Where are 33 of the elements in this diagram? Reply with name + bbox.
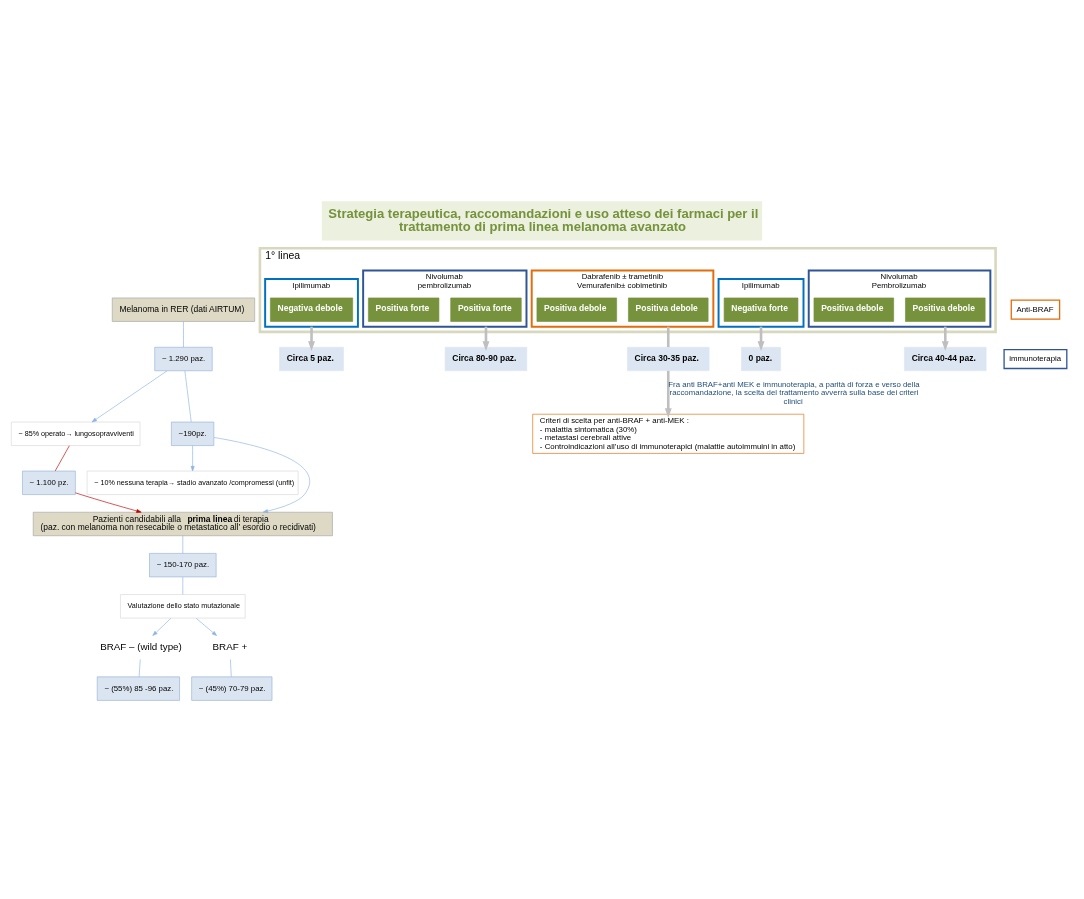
node-box: Positiva forte: [368, 297, 440, 322]
connector: [183, 321, 184, 348]
arrow: [91, 370, 168, 423]
connector: [182, 576, 184, 595]
node-box: Positiva debole: [536, 297, 617, 322]
node-box: Negativa debole: [270, 297, 353, 322]
connector: [182, 535, 184, 554]
node-box: Negativa forte: [723, 297, 799, 322]
arrow: [75, 492, 142, 513]
node-text: BRAF +: [212, 640, 248, 652]
node-box: Circa 80-90 paz.: [444, 346, 528, 372]
connector: [184, 370, 192, 423]
arrow: [308, 326, 315, 352]
connector: [138, 659, 141, 678]
connector: [230, 659, 232, 678]
node-box: 0 paz.: [741, 346, 781, 372]
node-text: BRAF – (wild type): [100, 640, 182, 652]
node-box: Positiva debole: [628, 297, 709, 322]
arrow: [195, 617, 217, 636]
arrow: [190, 445, 195, 472]
node-box: Circa 5 paz.: [279, 346, 344, 372]
arrow: [941, 326, 949, 352]
node-box: Circa 30-35 paz.: [627, 346, 710, 372]
node-box: Positiva debole: [813, 297, 894, 322]
diagram-title: Strategia terapeutica, raccomandazioni e uso atteso dei farmaci per il trattamento di prima linea melanoma avanzato: [328, 205, 759, 234]
node-box: Circa 40-44 paz.: [904, 346, 987, 372]
node-box: Melanoma in RER (dati AIRTUM): [111, 297, 255, 322]
arrow: [213, 437, 310, 513]
node-box: Positiva debole: [905, 297, 986, 322]
node-box: Positiva forte: [450, 297, 522, 322]
arrow: [152, 617, 172, 636]
arrow: [664, 370, 672, 419]
connector: [666, 326, 670, 348]
